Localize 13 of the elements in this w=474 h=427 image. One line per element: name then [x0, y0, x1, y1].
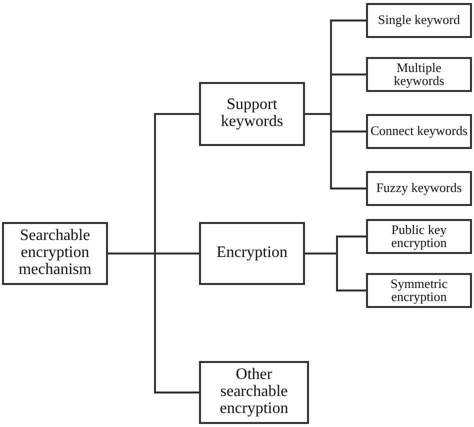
connector-line — [305, 252, 366, 292]
category-box: Multiple keywords — [366, 57, 472, 92]
category-box: Searchable encryption mechanism — [2, 222, 108, 285]
category-box: Public key encryption — [366, 219, 472, 254]
connector-line — [108, 252, 199, 394]
category-box: Symmetric encryption — [366, 273, 472, 308]
category-box: Encryption — [199, 222, 305, 285]
category-box: Other searchable encryption — [199, 361, 309, 424]
category-box: Support keywords — [199, 82, 305, 146]
category-box: Single keyword — [366, 3, 472, 38]
connector-line — [305, 113, 366, 190]
category-box: Connect keywords — [366, 114, 472, 149]
category-box: Fuzzy keywords — [366, 171, 472, 206]
